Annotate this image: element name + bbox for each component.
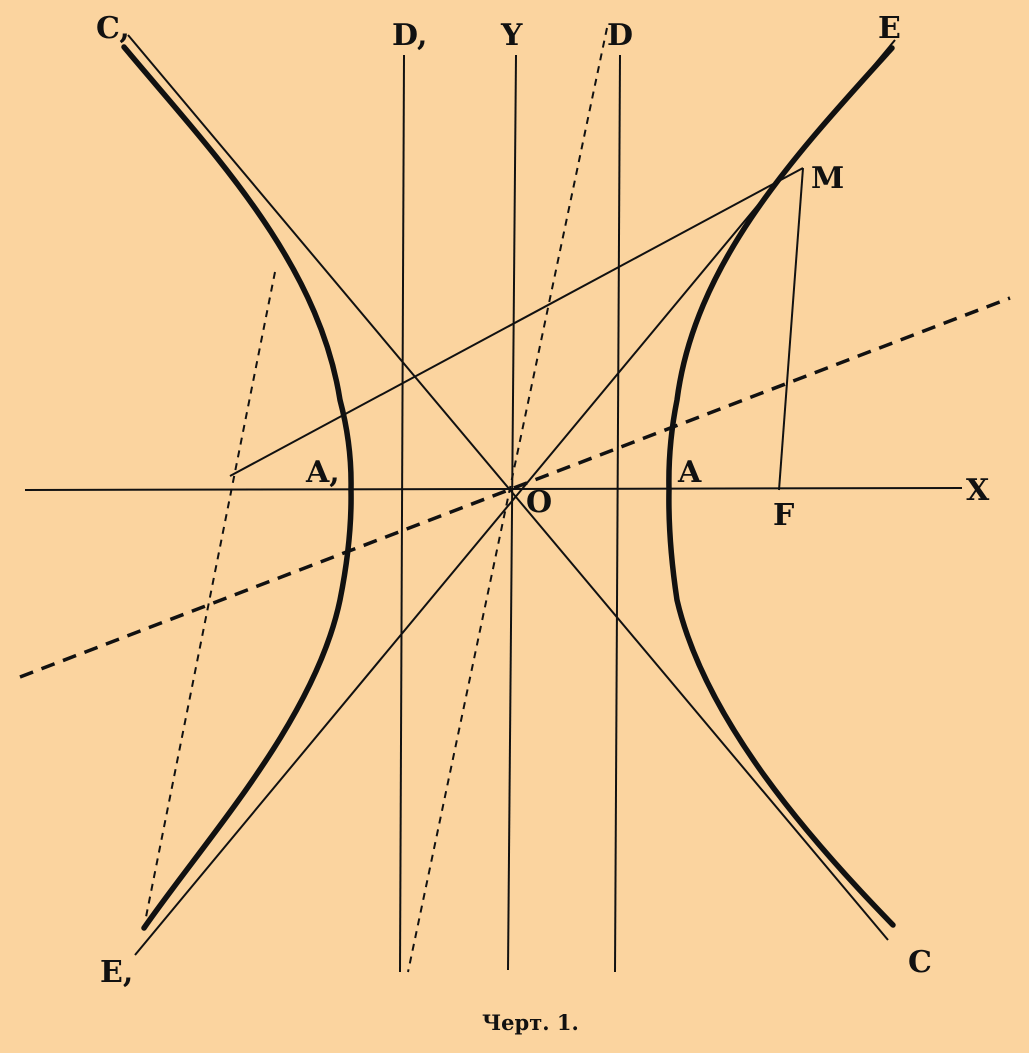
dashed-diameter [19,296,1011,679]
figure-caption: Черт. 1. [482,1010,579,1035]
label-f: F [773,498,794,533]
hyperbola-right-branch [666,45,896,928]
directrix-d1 [399,54,405,973]
label-x: X [966,473,990,508]
x-axis [24,487,963,491]
label-e1: E, [100,955,133,990]
line-a1-m [229,167,804,477]
y-axis [507,54,517,971]
label-y: Y [500,18,523,53]
dashed-line-d [407,27,608,973]
dashed-line-left [144,271,276,923]
label-o: O [526,485,552,520]
label-c: C [908,945,932,980]
asymptote-c1-c [127,34,889,941]
label-m: M [811,161,844,196]
label-e: E [878,11,901,46]
label-c1: C, [96,11,130,46]
label-d: D [607,18,633,53]
hyperbola-left-branch [121,44,354,931]
label-a1: A, [305,455,340,490]
line-m-f [778,167,804,491]
label-d1: D, [392,18,427,53]
directrix-d [614,54,621,973]
label-a: A [677,455,702,490]
